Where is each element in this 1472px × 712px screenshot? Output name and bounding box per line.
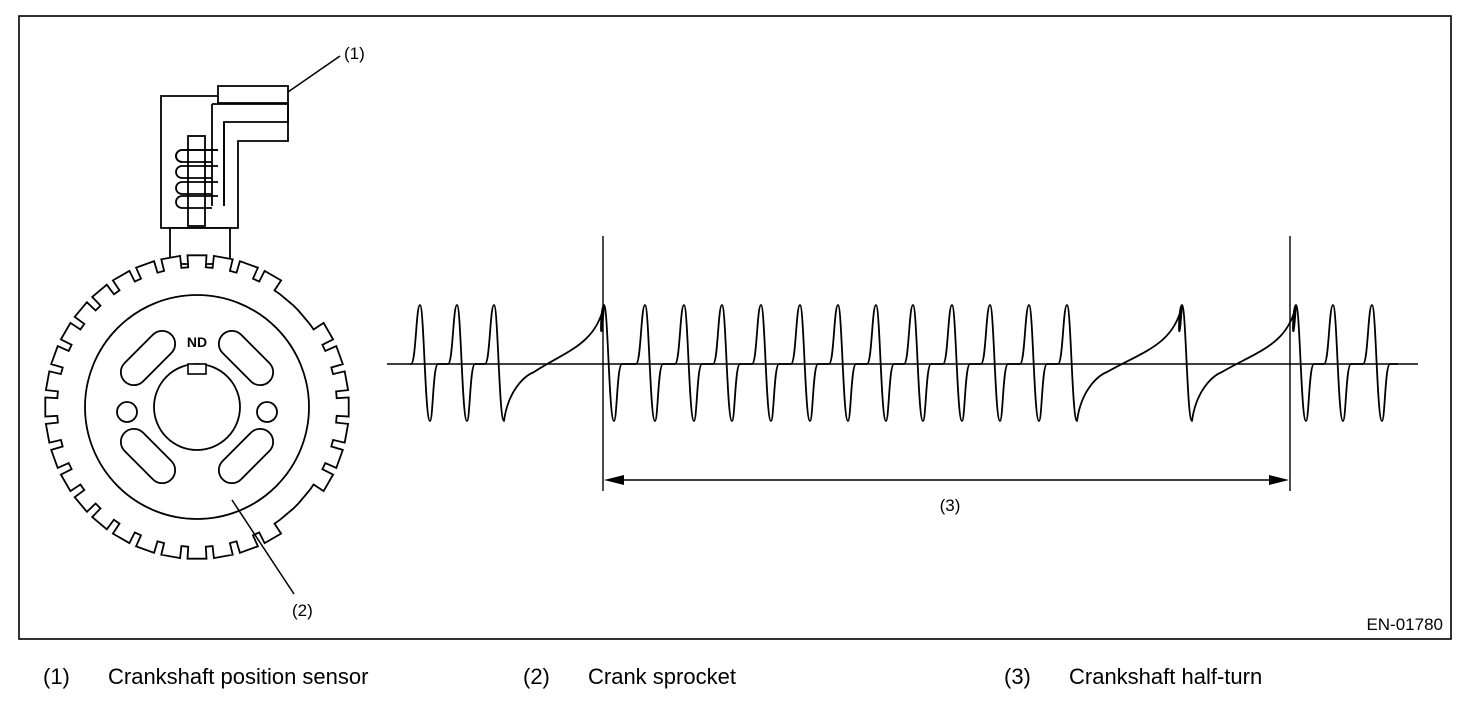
crank-sensor-diagram: (1) ND (2) (3) EN-01780 [18,15,1452,640]
sensor-signal-waveform [410,304,1398,422]
legend: (1) Crankshaft position sensor (2) Crank… [0,664,1472,694]
callout-3: (3) [940,496,961,515]
half-turn-dimension [604,475,1289,485]
callout-leader-2 [231,499,295,595]
callout-1: (1) [344,44,365,63]
callout-leader-1 [287,55,341,93]
arrowhead-right [1269,475,1289,485]
legend-num-1: (1) [43,664,70,689]
bolt-hole-right [256,401,278,423]
legend-text-2: Crank sprocket [588,664,736,689]
legend-text-1: Crankshaft position sensor [108,664,369,689]
figure-code: EN-01780 [1366,615,1443,634]
legend-num-2: (2) [523,664,550,689]
callout-2: (2) [292,601,313,620]
lightening-slots [119,329,275,485]
legend-text-3: Crankshaft half-turn [1069,664,1263,689]
keyway [187,363,207,375]
sprocket-mark: ND [187,334,207,350]
sprocket-teeth [44,254,350,560]
sprocket-hub-ring [84,294,310,520]
bolt-hole-left [116,401,138,423]
crankshaft-position-sensor [160,85,289,265]
legend-num-3: (3) [1004,664,1031,689]
arrowhead-left [604,475,624,485]
crank-sprocket: ND [44,254,350,560]
figure-frame [18,15,1452,640]
